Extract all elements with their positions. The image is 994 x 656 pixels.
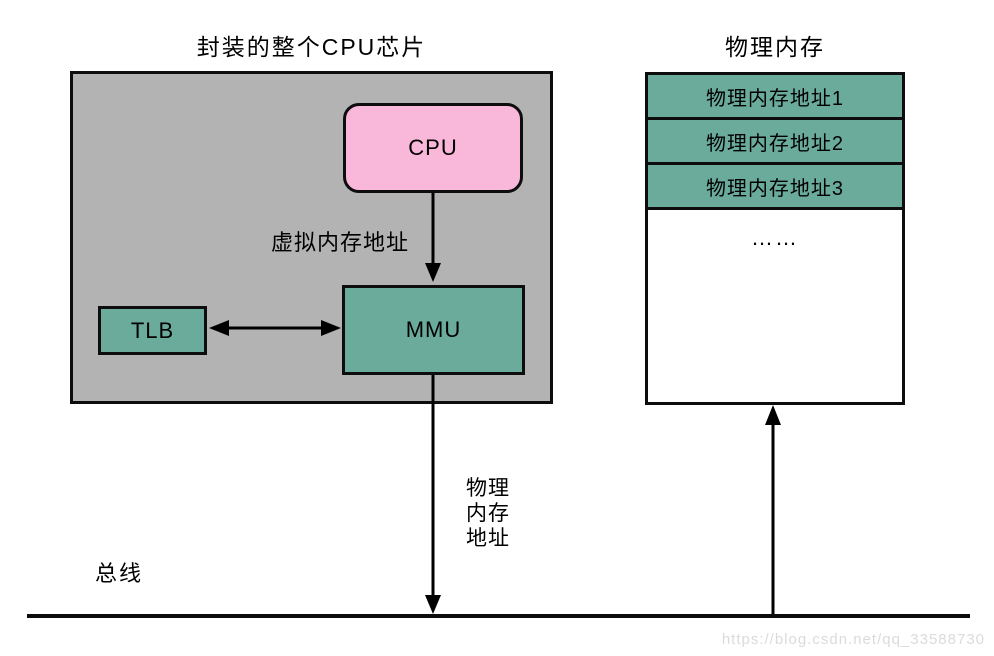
memory-row: 物理内存地址3 xyxy=(648,165,902,210)
physical-address-label-line: 内存 xyxy=(466,502,510,525)
cpu-chip-title: 封装的整个CPU芯片 xyxy=(196,34,427,60)
physical-address-label-line: 地址 xyxy=(466,527,510,550)
watermark-text: https://blog.csdn.net/qq_33588730 xyxy=(721,631,985,648)
arrow-mmu-to-bus-icon xyxy=(425,375,441,614)
memory-row-label: 物理内存地址3 xyxy=(705,177,845,200)
cpu-node-label: CPU xyxy=(408,135,458,160)
arrow-bus-to-memory-icon xyxy=(765,405,781,616)
cpu-node: CPU xyxy=(343,103,523,193)
mmu-node: MMU xyxy=(342,285,525,375)
physical-memory-title: 物理内存 xyxy=(725,34,825,60)
virtual-address-label: 虚拟内存地址 xyxy=(270,230,409,255)
tlb-node-label: TLB xyxy=(130,317,175,343)
memory-row: 物理内存地址2 xyxy=(648,120,902,165)
memory-row-label: 物理内存地址2 xyxy=(705,132,845,155)
tlb-node: TLB xyxy=(98,306,207,355)
memory-ellipsis: …… xyxy=(751,225,799,250)
mmu-node-label: MMU xyxy=(405,317,462,342)
physical-memory-box: 物理内存地址1 物理内存地址2 物理内存地址3 …… xyxy=(645,72,905,405)
physical-address-label-line: 物理 xyxy=(466,477,510,500)
bus-label: 总线 xyxy=(95,561,144,586)
memory-row: 物理内存地址1 xyxy=(648,75,902,120)
physical-address-label: 物理 内存 地址 xyxy=(466,476,510,551)
memory-row-label: 物理内存地址1 xyxy=(705,87,845,110)
